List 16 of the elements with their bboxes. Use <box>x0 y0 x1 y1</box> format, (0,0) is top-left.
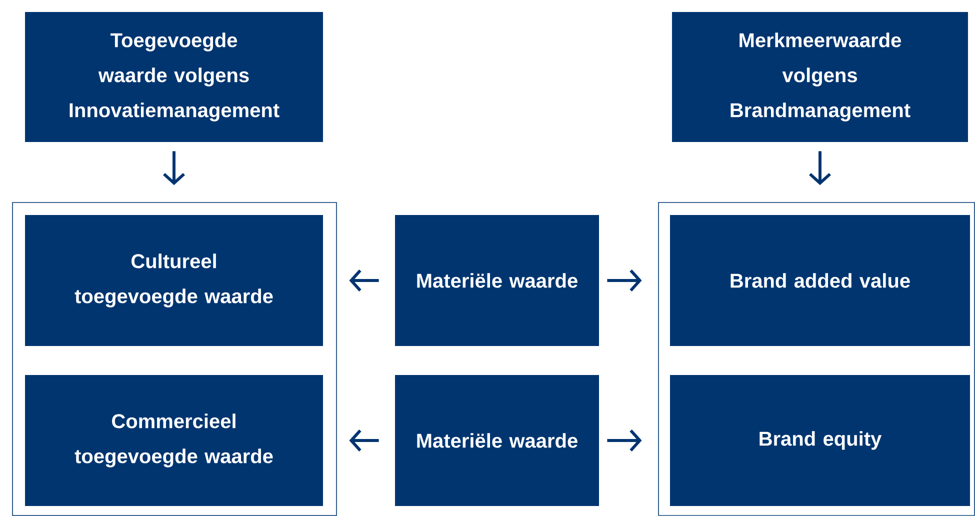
value-box: Commercieel toegevoegde waarde <box>25 374 323 506</box>
arrow <box>809 151 831 186</box>
value-box: Toegevoegde waarde volgens Innovatiemanagement <box>25 12 323 142</box>
arrow <box>349 429 379 452</box>
group-frame <box>12 202 337 516</box>
arrow <box>163 151 186 186</box>
value-box: Cultureel toegevoegde waarde <box>25 215 323 346</box>
group-frame <box>658 202 975 516</box>
value-box: Brand equity <box>670 374 970 506</box>
value-box: Merkmeerwaarde volgens Brandmanagement <box>672 12 968 142</box>
value-box: Materiële waarde <box>395 215 599 346</box>
arrow <box>607 269 642 292</box>
value-box: Brand added value <box>670 215 970 346</box>
arrow <box>349 269 379 292</box>
value-box: Materiële waarde <box>395 374 599 506</box>
arrow <box>607 429 642 452</box>
